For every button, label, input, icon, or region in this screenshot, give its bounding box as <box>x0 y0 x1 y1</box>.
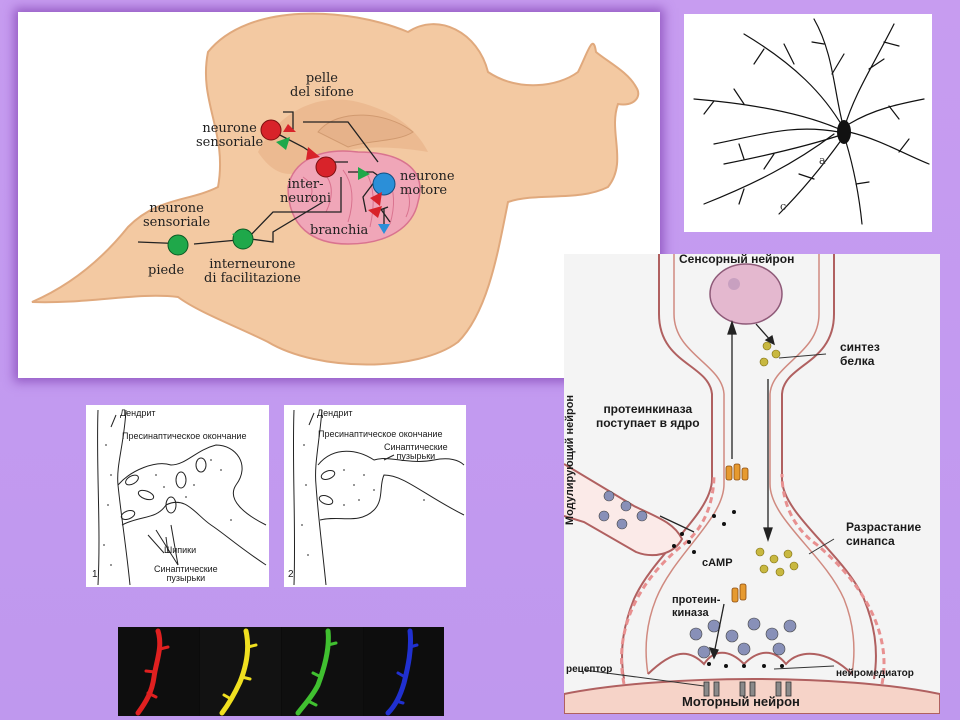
facilitation-mechanism-panel: Сенсорный нейрон синтез белка Модулирующ… <box>564 254 940 714</box>
dendrite-green <box>295 628 331 716</box>
label-vesicles-1: Синаптические пузырьки <box>154 564 218 583</box>
label-receptor: рецептор <box>566 664 613 675</box>
label-facilitating-interneuron: interneurone di facilitazione <box>204 257 301 286</box>
sensory-neuron-left <box>167 234 189 256</box>
pyramidal-neuron-drawing <box>693 18 930 225</box>
label-sensory-neuron: Сенсорный нейрон <box>679 254 795 266</box>
label-sensory-neuron-top: neurone sensoriale <box>196 121 264 150</box>
label-camp: cAMP <box>702 557 733 569</box>
label-letter-c: c <box>780 200 787 213</box>
label-protein-kinase: протеин- киназа <box>672 594 721 619</box>
pyramidal-soma <box>837 120 851 144</box>
label-pk-enters-nucleus: протеинкиназа поступает в ядро <box>596 402 700 430</box>
label-letter-a: a <box>819 154 826 167</box>
motor-neuron <box>372 172 396 196</box>
label-number-1: 1 <box>92 569 98 580</box>
label-dendrite-2: Дендрит <box>317 408 353 418</box>
label-gill: branchia <box>310 223 369 238</box>
label-presynaptic-terminal-2: Пресинаптическое окончание <box>318 429 443 439</box>
label-presynaptic-terminal-1: Пресинаптическое окончание <box>122 431 247 441</box>
aplysia-drawing <box>31 12 640 366</box>
synapse-drawing-2-panel: Дендрит Пресинаптическое окончание Синап… <box>284 405 466 587</box>
label-sensory-neuron-left: neurone sensoriale <box>143 201 211 230</box>
label-number-2: 2 <box>288 569 294 580</box>
label-synapse-growth: Разрастание синапса <box>846 520 922 548</box>
label-protein-synthesis: синтез белка <box>840 340 880 368</box>
label-neurotransmitter: нейромедиатор <box>836 668 914 679</box>
facilitation-drawing <box>564 254 940 714</box>
dendrite-red <box>135 628 163 716</box>
label-foot: piede <box>148 263 185 278</box>
dendrite-fluorescence-panel <box>118 627 444 716</box>
synapse-drawing-1-panel: Дендрит Пресинаптическое окончание Шипик… <box>86 405 269 587</box>
label-interneurons: inter- neuroni <box>280 177 332 206</box>
sensory-nucleus <box>709 263 783 325</box>
label-motor-neuron: neurone motore <box>400 169 455 198</box>
label-motor-neuron: Моторный нейрон <box>682 694 800 709</box>
pyramidal-neuron-panel: a c <box>684 14 932 232</box>
label-vesicles-2: Синаптические пузырьки <box>384 442 448 461</box>
label-dendrite-1: Дендрит <box>120 408 156 418</box>
label-spines-1: Шипики <box>164 545 197 555</box>
interneuron <box>315 156 337 178</box>
label-skin-siphon: pelle del sifone <box>290 71 354 100</box>
label-modulating-neuron: Модулирующий нейрон <box>564 394 576 526</box>
aplysia-circuit-panel: pelle del sifone neurone sensoriale inte… <box>18 12 660 378</box>
sensory-neuron-top <box>260 119 282 141</box>
